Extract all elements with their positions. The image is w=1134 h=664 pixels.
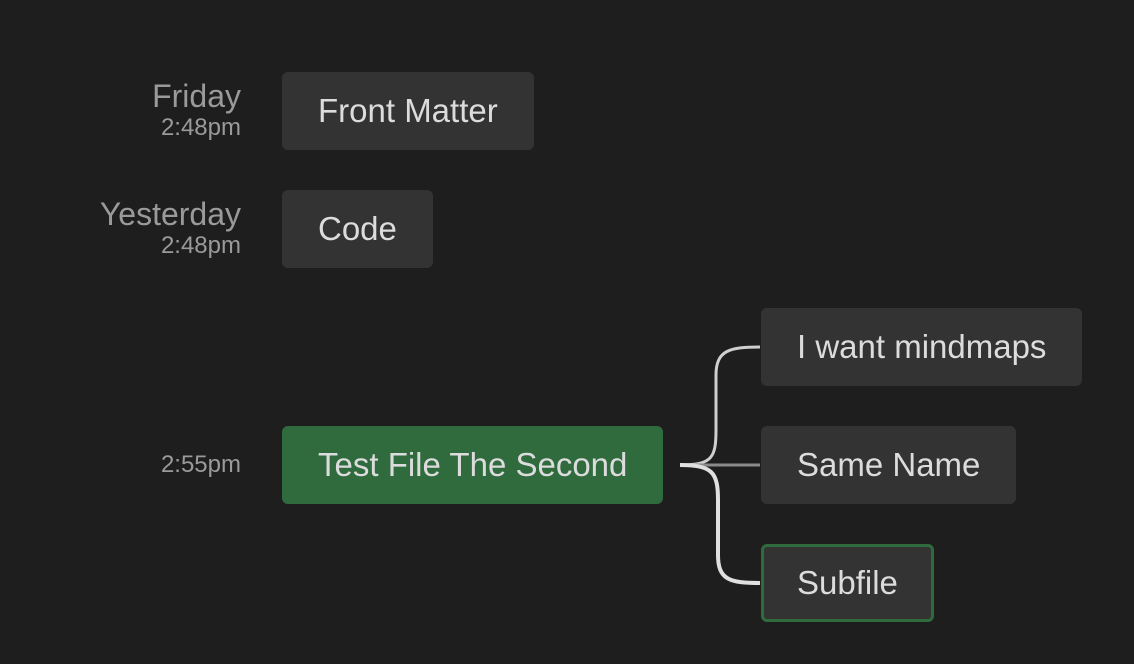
date-time: 2:48pm (160, 114, 241, 141)
date-label-friday: Friday 2:48pm (152, 78, 241, 142)
node-test-file-the-second[interactable]: Test File The Second (282, 426, 664, 504)
node-i-want-mindmaps[interactable]: I want mindmaps (761, 308, 1083, 386)
node-label: Front Matter (318, 92, 498, 129)
date-label-yesterday: Yesterday 2:48pm (100, 196, 241, 260)
node-label: Subfile (797, 564, 898, 601)
node-same-name[interactable]: Same Name (761, 426, 1017, 504)
date-day: Yesterday (99, 196, 241, 232)
node-label: I want mindmaps (797, 328, 1047, 365)
date-day: Friday (152, 78, 241, 114)
node-label: Same Name (797, 446, 981, 483)
date-label-today: 2:55pm (161, 451, 241, 479)
node-subfile[interactable]: Subfile (761, 544, 934, 622)
date-time: 2:48pm (160, 232, 241, 259)
date-time: 2:55pm (160, 451, 241, 478)
node-label: Code (318, 210, 397, 247)
node-code[interactable]: Code (282, 190, 433, 268)
link-to-child-1 (679, 345, 761, 467)
node-front-matter[interactable]: Front Matter (282, 72, 534, 150)
link-to-child-3 (679, 463, 761, 585)
node-label: Test File The Second (318, 446, 628, 483)
